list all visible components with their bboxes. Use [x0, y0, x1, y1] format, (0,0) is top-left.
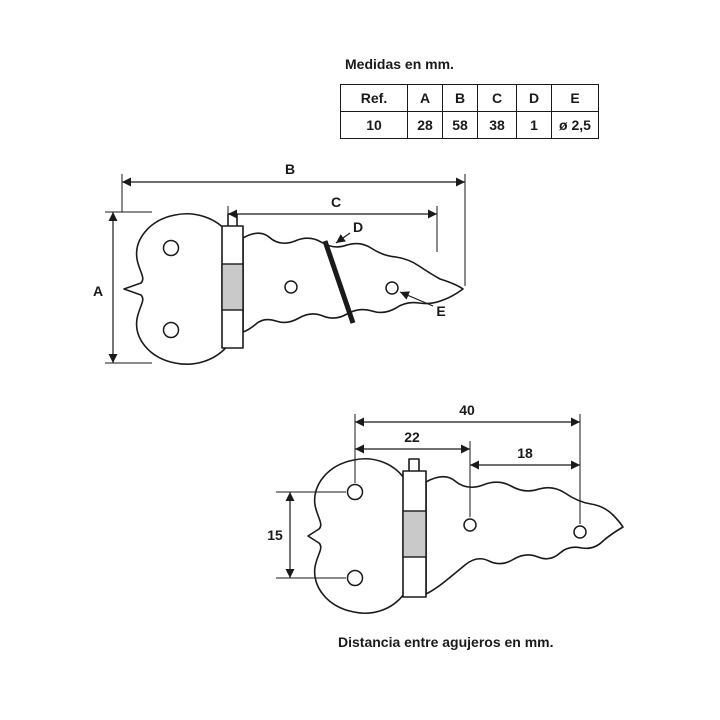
- dim-label-a: A: [93, 283, 103, 299]
- dim-label-e: E: [436, 303, 445, 319]
- dim-label-c: C: [331, 194, 341, 210]
- table-value-b: 58: [442, 111, 478, 139]
- table-value-row: 10 28 58 38 1 ø 2,5: [340, 111, 599, 139]
- top-view-diagonal-line-d: [322, 240, 356, 324]
- bottom-view-hole-strap-center: [463, 518, 477, 532]
- table-header-ref: Ref.: [340, 84, 408, 112]
- top-view-hole-strap-right: [385, 281, 399, 295]
- bottom-view-hole-strap-right: [573, 525, 587, 539]
- bottom-view-barrel-knuckle: [402, 510, 427, 558]
- table-header-e: E: [551, 84, 599, 112]
- top-view-hole-strap-center: [284, 280, 298, 294]
- dim-label-15: 15: [267, 527, 283, 543]
- dim-label-40: 40: [459, 402, 475, 418]
- table-value-a: 28: [407, 111, 443, 139]
- label-d-leader: [335, 232, 351, 244]
- top-view: B C A D E: [93, 161, 466, 365]
- measurements-title: Medidas en mm.: [345, 56, 454, 72]
- bottom-view-left-plate: [307, 458, 405, 614]
- dim-label-22: 22: [404, 429, 420, 445]
- top-view-hole-plate-lower: [162, 321, 180, 339]
- table-header-row: Ref. A B C D E: [340, 84, 599, 112]
- table-value-e: ø 2,5: [551, 111, 599, 139]
- dim-label-18: 18: [517, 445, 533, 461]
- top-view-left-plate: [123, 213, 230, 365]
- bottom-view-hole-plate-lower: [346, 569, 364, 587]
- bottom-view-hole-plate-upper: [346, 483, 364, 501]
- table-value-d: 1: [516, 111, 552, 139]
- table-header-d: D: [516, 84, 552, 112]
- hole-distance-caption: Distancia entre agujeros en mm.: [338, 634, 554, 650]
- bottom-view-strap: [425, 475, 624, 595]
- label-e-leader: [399, 291, 434, 307]
- dim-label-b: B: [285, 161, 295, 177]
- top-view-hole-plate-upper: [162, 239, 180, 257]
- measurements-table: Ref. A B C D E 10 28 58 38 1 ø 2,5: [340, 84, 599, 139]
- dim-label-d: D: [353, 219, 363, 235]
- top-view-barrel-knuckle: [221, 263, 244, 311]
- table-value-ref: 10: [340, 111, 408, 139]
- bottom-view: 40 22 18 15: [267, 402, 624, 614]
